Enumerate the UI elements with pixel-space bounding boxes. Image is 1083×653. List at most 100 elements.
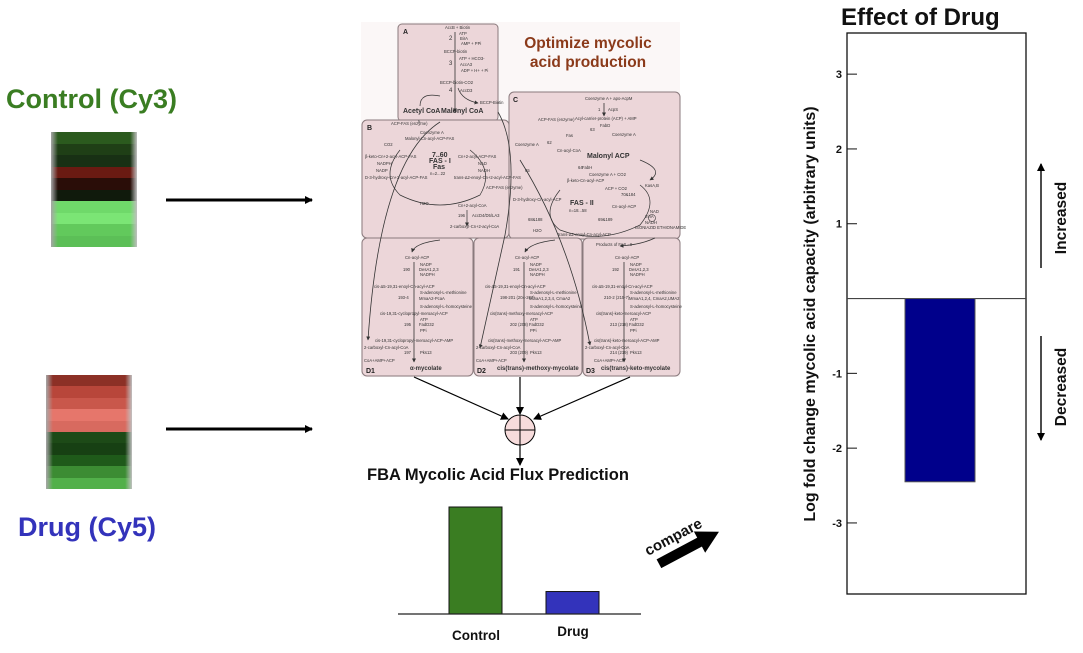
effect-ytick-label: -3 <box>832 518 842 530</box>
heatmap-band <box>46 420 132 433</box>
svg-text:2-carboxyl-Cn+2-acyl-CoA: 2-carboxyl-Cn+2-acyl-CoA <box>450 224 499 229</box>
svg-text:3: 3 <box>449 61 453 67</box>
heatmap-band <box>51 132 137 144</box>
svg-text:198-201 (204-207): 198-201 (204-207) <box>500 295 535 300</box>
svg-text:CO2: CO2 <box>384 142 393 147</box>
svg-text:MmaA2-PcaA: MmaA2-PcaA <box>419 296 445 301</box>
svg-text:FabH: FabH <box>582 165 592 170</box>
svg-text:ATP + HCO3-: ATP + HCO3- <box>459 56 485 61</box>
svg-text:trans-Δ2-enoyl-Cn-acyl-ACP: trans-Δ2-enoyl-Cn-acyl-ACP <box>558 232 611 237</box>
heatmap-band <box>46 443 132 455</box>
svg-text:S-adenosyl-L-homocysteine: S-adenosyl-L-homocysteine <box>630 304 683 309</box>
svg-text:195: 195 <box>404 322 412 327</box>
svg-text:InhA: InhA <box>645 214 654 219</box>
svg-text:2-carboxyl-Cn-acyl-CoA: 2-carboxyl-Cn-acyl-CoA <box>364 345 409 350</box>
panel-a-letter: A <box>403 29 408 36</box>
drug-microarray-heatmap <box>46 375 132 490</box>
heatmap-band <box>51 212 137 224</box>
svg-text:190: 190 <box>403 267 411 272</box>
svg-text:cis(trans)-methoxy-meroacyl-AC: cis(trans)-methoxy-meroacyl-ACP <box>490 311 553 316</box>
svg-text:FabD: FabD <box>600 123 610 128</box>
svg-text:70&184: 70&184 <box>621 192 636 197</box>
svg-text:FadD32: FadD32 <box>419 322 435 327</box>
effect-ytick-label: -1 <box>832 368 842 380</box>
svg-text:AcpS: AcpS <box>608 107 618 112</box>
svg-text:cis(trans)-methoxy-meroacyl-AC: cis(trans)-methoxy-meroacyl-ACP-AMP <box>488 338 561 343</box>
panel-d2-letter: D2 <box>477 368 486 375</box>
svg-text:214 (219): 214 (219) <box>610 350 629 355</box>
d3-to-sum-arrow <box>533 376 631 420</box>
svg-text:NADPH: NADPH <box>630 272 645 277</box>
svg-text:NAD: NAD <box>650 209 659 214</box>
svg-text:S-adenosyl-L-methionine: S-adenosyl-L-methionine <box>420 290 467 295</box>
fas-ii-label: FAS - II <box>570 200 594 207</box>
svg-text:S-adenosyl-L-methionine: S-adenosyl-L-methionine <box>630 290 677 295</box>
svg-text:BCCP-biotin-CO2: BCCP-biotin-CO2 <box>440 80 474 85</box>
svg-text:63: 63 <box>590 127 595 132</box>
svg-text:BCCP-Biotin: BCCP-Biotin <box>480 100 504 105</box>
svg-text:CoA+AMP+ACP: CoA+AMP+ACP <box>594 358 625 363</box>
svg-text:S-adenosyl-L-methionine: S-adenosyl-L-methionine <box>530 290 577 295</box>
svg-text:ACP-FAS (enzyme): ACP-FAS (enzyme) <box>391 121 428 126</box>
svg-text:D-3-hydroxy-Cn+2-acyl-ACP-FAS: D-3-hydroxy-Cn+2-acyl-ACP-FAS <box>365 175 428 180</box>
svg-text:196: 196 <box>458 213 466 218</box>
svg-text:203 (209): 203 (209) <box>510 350 529 355</box>
svg-text:2: 2 <box>449 36 453 42</box>
svg-text:NADP: NADP <box>630 262 642 267</box>
svg-text:ADP + H+ + Pi: ADP + H+ + Pi <box>461 68 488 73</box>
svg-text:Coenzyme A: Coenzyme A <box>515 142 539 147</box>
svg-text:CoA+AMP+ACP: CoA+AMP+ACP <box>476 358 507 363</box>
heatmap-band <box>46 432 132 444</box>
svg-text:213 (218): 213 (218) <box>610 322 629 327</box>
svg-text:68&188: 68&188 <box>528 217 543 222</box>
heatmap-band <box>46 454 132 467</box>
svg-text:PPi: PPi <box>530 328 537 333</box>
fba-chart-title: FBA Mycolic Acid Flux Prediction <box>367 466 629 484</box>
acetyl-coa-label: Acetyl CoA <box>403 108 440 115</box>
svg-text:210-2 (215-7): 210-2 (215-7) <box>604 295 630 300</box>
svg-text:ACP + CO2: ACP + CO2 <box>605 186 628 191</box>
svg-text:Products of FAS - II: Products of FAS - II <box>596 242 632 247</box>
heatmap-band <box>51 224 137 236</box>
svg-text:Cn+2-acyl-CoA: Cn+2-acyl-CoA <box>458 203 487 208</box>
svg-text:7..60: 7..60 <box>432 152 448 159</box>
optimize-title-line1: Optimize mycolic <box>524 35 652 52</box>
heatmap-band <box>46 375 132 387</box>
svg-text:BirA: BirA <box>460 36 468 41</box>
svg-text:FadD32: FadD32 <box>529 322 545 327</box>
svg-text:MmaA1,2,3,4, CmaA2: MmaA1,2,3,4, CmaA2 <box>529 296 571 301</box>
svg-text:193-4: 193-4 <box>398 295 409 300</box>
effect-ylabel: Log fold change mycolic acid capacity (a… <box>802 106 819 521</box>
svg-text:DesA1,2,3: DesA1,2,3 <box>419 267 439 272</box>
svg-text:PPi: PPi <box>420 328 427 333</box>
svg-text:NADH: NADH <box>645 220 657 225</box>
svg-text:Coenzyme A: Coenzyme A <box>420 130 444 135</box>
svg-text:4: 4 <box>449 88 453 94</box>
fba-flux-bar-chart: Control Drug <box>398 506 641 643</box>
optimize-mycolic-acid-title: Optimize mycolic acid production <box>508 34 668 72</box>
svg-text:NADPH: NADPH <box>420 272 435 277</box>
svg-text:64: 64 <box>578 165 583 170</box>
svg-text:191: 191 <box>513 267 521 272</box>
svg-text:β-keto-Cn-acyl-ACP: β-keto-Cn-acyl-ACP <box>567 178 605 183</box>
svg-text:cis(trans)-keto-meroacyl-ACP-A: cis(trans)-keto-meroacyl-ACP-AMP <box>594 338 660 343</box>
effect-ytick-label: -2 <box>832 443 842 455</box>
svg-text:ACP-FAS (enzyme): ACP-FAS (enzyme) <box>538 117 575 122</box>
svg-text:S-adenosyl-L-homocysteine: S-adenosyl-L-homocysteine <box>530 304 583 309</box>
pathway-panel-d1: D1 α-mycolate Cn-acyl-ACP NADP DesA1,2,3… <box>361 237 474 377</box>
fba-bar-control <box>448 506 503 615</box>
effect-bar-drug <box>904 298 976 483</box>
svg-text:trans-Δ2-enoyl-Cn+2-acyl-ACP-F: trans-Δ2-enoyl-Cn+2-acyl-ACP-FAS <box>454 175 521 180</box>
panel-d1-letter: D1 <box>366 368 375 375</box>
heatmap-band <box>51 178 137 190</box>
svg-text:62: 62 <box>547 140 552 145</box>
svg-text:NADPH: NADPH <box>530 272 545 277</box>
svg-text:cis-19,31-cyclopropyl-meroacyl: cis-19,31-cyclopropyl-meroacyl-ACP <box>380 311 448 316</box>
svg-text:1: 1 <box>598 107 601 112</box>
svg-text:β-keto-Cn+2-acyl-ACP-FAS: β-keto-Cn+2-acyl-ACP-FAS <box>365 154 417 159</box>
svg-text:Pks13: Pks13 <box>630 350 642 355</box>
svg-text:PPi: PPi <box>630 328 637 333</box>
svg-text:cis-Δ5-19,31-enoyl-Cn-acyl-ACP: cis-Δ5-19,31-enoyl-Cn-acyl-ACP <box>485 284 546 289</box>
svg-text:S-adenosyl-L-homocysteine: S-adenosyl-L-homocysteine <box>420 304 473 309</box>
svg-text:ATP: ATP <box>630 317 638 322</box>
